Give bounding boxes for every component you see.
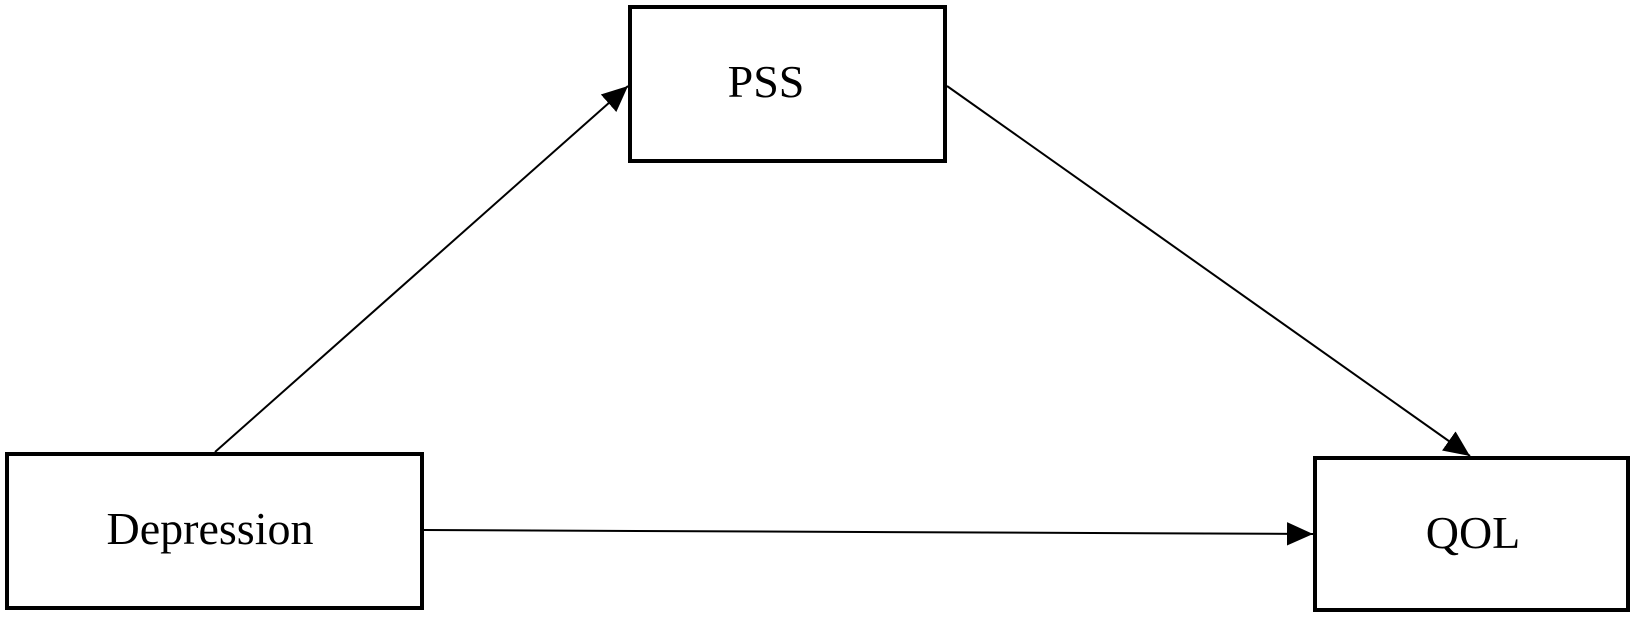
- edge-depression-to-qol: [423, 522, 1314, 546]
- node-qol-box: [1313, 456, 1630, 612]
- node-qol: QOL: [1313, 456, 1630, 612]
- edge-depression-to-pss: [214, 85, 629, 453]
- node-qol-label: QOL: [1426, 507, 1521, 558]
- node-pss: PSS: [628, 5, 947, 163]
- node-depression-box: [5, 452, 424, 610]
- node-depression-label: Depression: [107, 503, 314, 554]
- edge-pss-to-qol: [946, 85, 1471, 457]
- node-depression: Depression: [5, 452, 424, 610]
- node-pss-label: PSS: [728, 56, 805, 107]
- node-pss-box: [628, 5, 947, 163]
